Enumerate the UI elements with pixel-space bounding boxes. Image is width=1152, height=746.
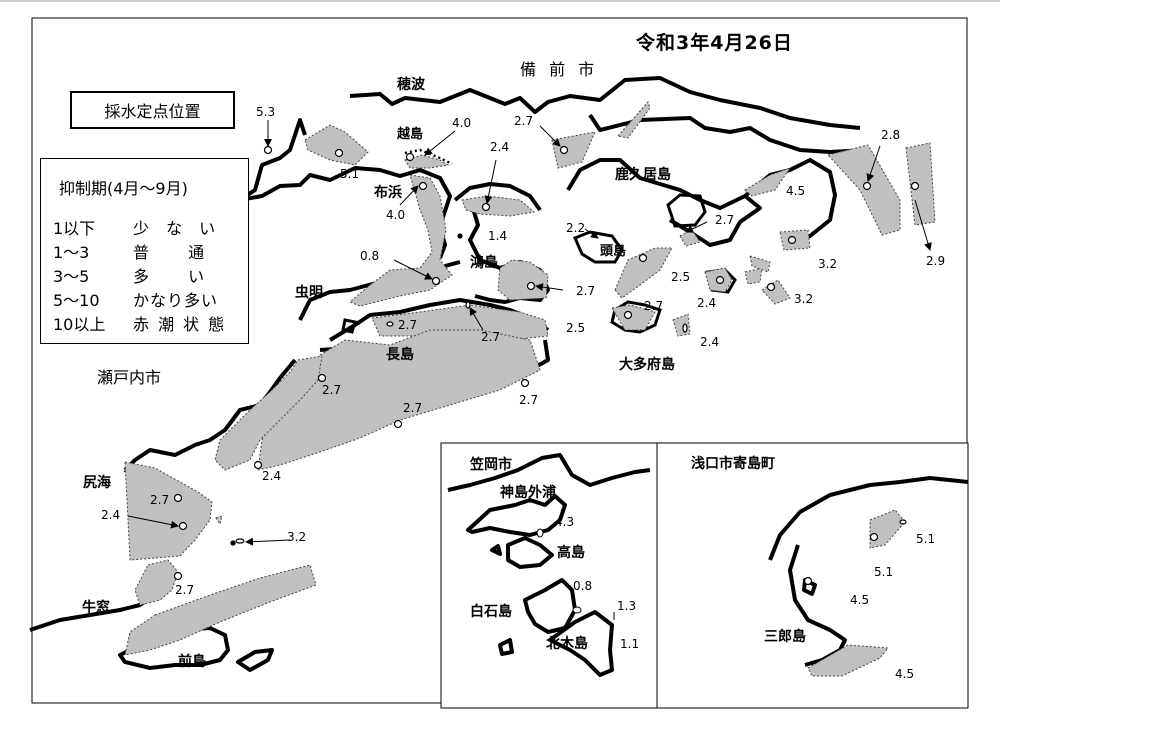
place-shiraishi: 白石島 <box>470 604 512 620</box>
place-kasaoka: 笠岡市 <box>470 457 512 473</box>
station-markers <box>173 145 920 586</box>
value-label: 5.1 <box>340 167 360 181</box>
value-label: 2.7 <box>576 284 596 298</box>
inset-asakuchi-shaded <box>807 509 906 677</box>
shaded-zones <box>124 101 936 656</box>
value-label: 2.7 <box>519 393 539 407</box>
place-kashima: 鴻島 <box>470 255 498 271</box>
value-label: 2.8 <box>881 128 901 142</box>
value-label: 0.8 <box>360 249 380 263</box>
place-honami: 穂波 <box>397 77 425 93</box>
place-takashima: 高島 <box>557 545 585 561</box>
place-nunohama: 布浜 <box>374 185 402 201</box>
value-label: 2.4 <box>262 469 282 483</box>
value-label: 2.7 <box>481 330 501 344</box>
value-label: 3.2 <box>818 257 838 271</box>
place-setouchi: 瀬戸内市 <box>97 368 162 387</box>
place-asakuchi: 浅口市寄島町 <box>691 456 775 472</box>
value-label: 2.5 <box>566 321 586 335</box>
legend-row: 10以上 赤 潮 状 態 <box>53 311 226 335</box>
inset-kasaoka-frame <box>440 442 658 709</box>
place-nagashima: 長島 <box>386 347 414 363</box>
legend-row: 1以下 少 な い <box>53 215 221 239</box>
value-label: 5.3 <box>256 105 276 119</box>
place-saburo: 三郎島 <box>764 629 806 645</box>
value-label: 0.8 <box>573 579 593 593</box>
legend-range: 10以上 <box>53 315 106 334</box>
period-legend: 抑制期(4月〜9月) 1以下 少 な い 1〜3 普 通 3〜5 多 い 5〜10 かな… <box>40 158 249 344</box>
value-label: 4.5 <box>895 667 915 681</box>
arrows <box>127 120 932 546</box>
value-label: 2.9 <box>926 254 946 268</box>
place-ushimado: 牛窓 <box>82 600 110 616</box>
legend-desc: 赤 潮 状 態 <box>133 315 227 334</box>
value-label: 4.3 <box>555 515 575 529</box>
value-label: 3.2 <box>287 530 307 544</box>
value-label: 2.7 <box>403 401 423 415</box>
legend-row: 3〜5 多 い <box>53 263 210 287</box>
place-zushima: 頭島 <box>600 244 627 259</box>
value-label: 2.4 <box>101 508 121 522</box>
value-label: 2.2 <box>566 221 586 235</box>
place-kitagi: 北木島 <box>546 636 588 652</box>
place-maejima: 前島 <box>178 654 206 670</box>
legend-range: 3〜5 <box>53 267 90 286</box>
place-mushiake: 虫明 <box>295 285 323 301</box>
value-label: 1.1 <box>620 637 640 651</box>
place-koshijima: 越島 <box>397 127 424 142</box>
legend-desc: 少 な い <box>133 219 222 238</box>
value-label: 2.7 <box>322 383 342 397</box>
station-legend: 採水定点位置 <box>70 91 235 129</box>
value-label: 2.4 <box>697 296 717 310</box>
legend-desc: かなり多い <box>133 291 219 310</box>
legend-desc: 普 通 <box>133 243 211 262</box>
value-label: 2.4 <box>490 140 510 154</box>
place-bizen: 備 前 市 <box>520 60 599 79</box>
value-label: 2.7 <box>398 318 418 332</box>
value-label: 5.1 <box>874 565 894 579</box>
value-label: 4.0 <box>386 208 406 222</box>
legend-range: 1〜3 <box>53 243 90 262</box>
station-legend-text: 採水定点位置 <box>104 102 201 121</box>
place-otafu: 大多府島 <box>619 357 675 373</box>
inset-kasaoka-markers <box>536 528 615 620</box>
value-label: 2.5 <box>671 270 691 284</box>
place-shirumi: 尻海 <box>83 475 111 491</box>
legend-row: 1〜3 普 通 <box>53 239 210 263</box>
value-label: 1.3 <box>617 599 637 613</box>
value-label: 4.5 <box>786 184 806 198</box>
value-label: 4.0 <box>452 116 472 130</box>
legend-desc: 多 い <box>133 267 211 286</box>
legend-range: 1以下 <box>53 219 96 238</box>
value-label: 2.7 <box>644 299 664 313</box>
legend-range: 5〜10 <box>53 291 100 310</box>
period-legend-title: 抑制期(4月〜9月) <box>59 179 188 198</box>
place-kakui: 鹿久居島 <box>615 167 671 183</box>
inset-kasaoka-coast <box>447 453 651 677</box>
value-label: 2.7 <box>150 493 170 507</box>
value-label: 2.7 <box>715 213 735 227</box>
value-label: 2.7 <box>175 583 195 597</box>
value-label: 4.5 <box>850 593 870 607</box>
value-label: 2.7 <box>514 114 534 128</box>
value-label: 2.4 <box>700 335 720 349</box>
place-konoshima-sotoura: 神島外浦 <box>500 485 556 501</box>
value-label: 5.1 <box>916 532 936 546</box>
value-label: 3.2 <box>794 292 814 306</box>
value-label: 1.4 <box>488 229 508 243</box>
legend-row: 5〜10 かなり多い <box>53 287 218 311</box>
map-date-title: 令和3年4月26日 <box>636 32 793 54</box>
